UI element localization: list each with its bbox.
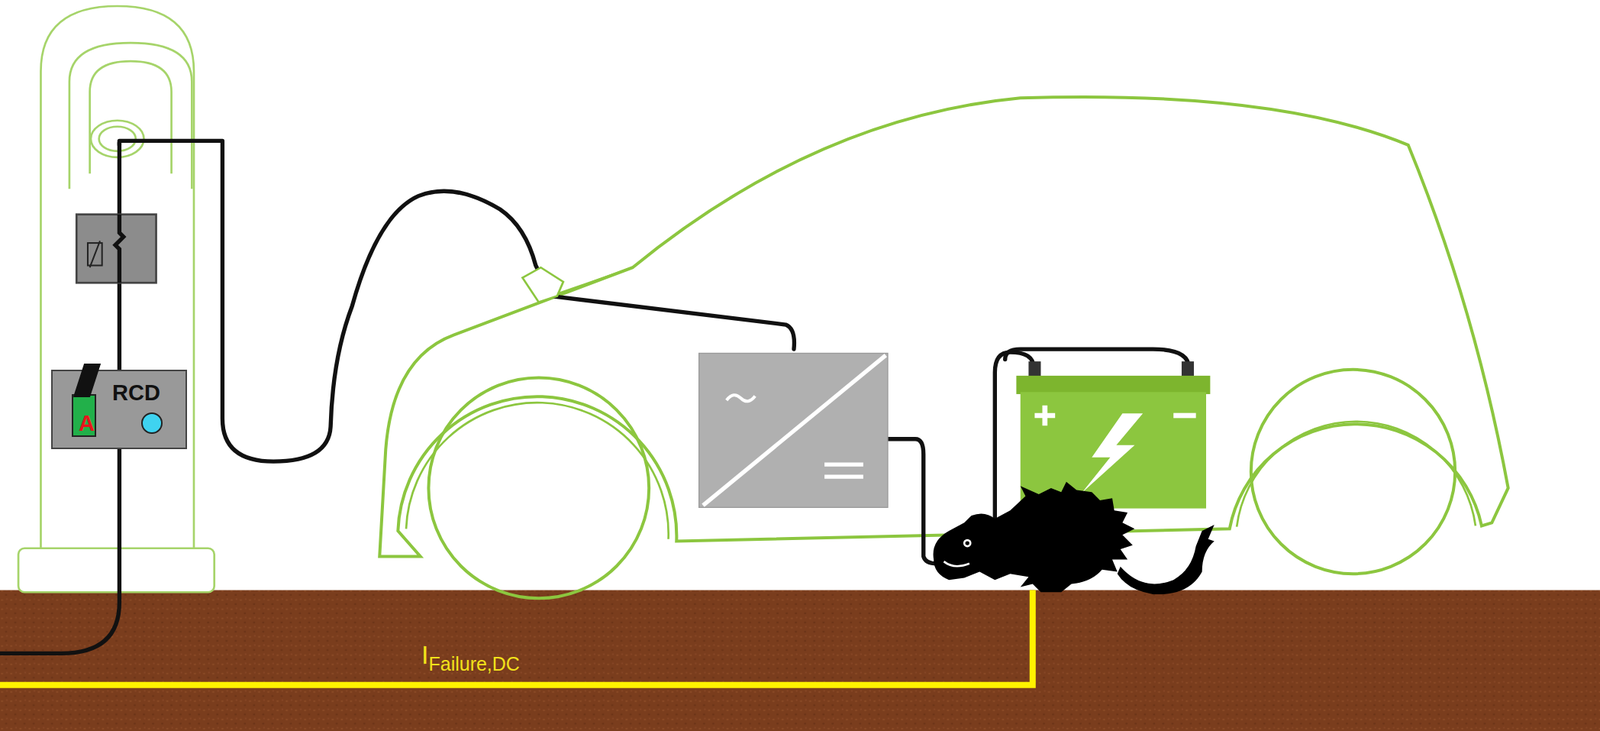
failure-current-label: IFailure,DC xyxy=(421,641,520,674)
rcd-box: RCD A xyxy=(51,369,188,449)
fuse-box xyxy=(76,214,156,284)
cable-connector xyxy=(522,267,563,302)
ac-dc-converter xyxy=(699,352,888,507)
car-outline xyxy=(379,96,1508,598)
failure-current-path xyxy=(0,590,1033,685)
rat-silhouette xyxy=(933,481,1215,594)
current-symbol: I xyxy=(421,639,429,669)
ground xyxy=(0,590,1600,731)
rcd-indicator xyxy=(141,412,163,434)
current-subscript: Failure,DC xyxy=(428,652,520,675)
rcd-type-letter: A xyxy=(78,412,95,435)
charging-station xyxy=(18,6,215,592)
battery xyxy=(1016,361,1210,508)
rcd-label: RCD xyxy=(112,381,161,404)
rcd-lever xyxy=(73,363,101,397)
charging-cable xyxy=(0,140,1189,653)
